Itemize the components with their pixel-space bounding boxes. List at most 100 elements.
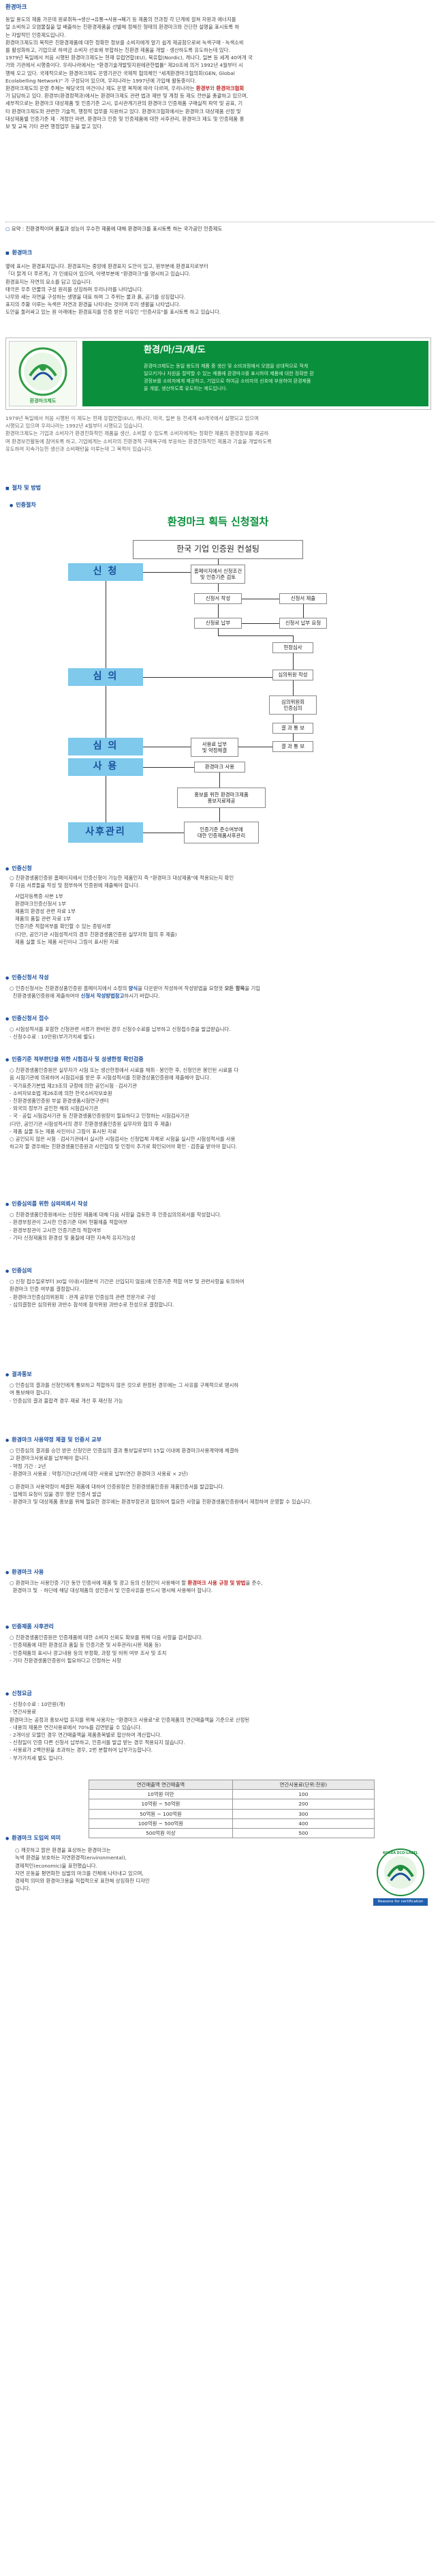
step-11-text: - 신청수수료 : 10만원(개) - 연간사용료 환경마크는 공정과 홍보사업…: [10, 1701, 435, 1762]
mark-section: 환경마크 옆에 표시는 환경표지입니다. 환경표지는 중앙에 환경표지 도안이 …: [5, 249, 435, 316]
intro-line: 대상제품별 인증기준 제ㆍ개정안 마련, 환경마크 인증 및 인증제품에 대한 …: [5, 115, 245, 122]
step-line: - 업체의 요청이 있을 경우 영문 인증서 발급: [10, 1491, 101, 1498]
step-line: - 기타 신청제품의 환경성 및 품질에 대한 지속적 유지가능성: [10, 1234, 136, 1241]
page-title: 환경마크: [5, 4, 27, 11]
step-6-text: ○ 신청 접수일로부터 30일 이내(시험분석 기간은 산입되지 않음)에 인증…: [10, 1278, 435, 1308]
fee-table-cell: 400: [232, 1818, 375, 1829]
step-10-heading: 인증제품 사후관리: [5, 1623, 435, 1631]
step-4: 인증기준 적부판단을 위한 시험검사 및 성생한정 확인검증 ○ 친환경생품인증…: [5, 1055, 435, 1150]
step-2-text-a: 인증신청서는 친환경상품인증원 홈페이지에서 소정의: [15, 985, 129, 992]
requirement-item: 환경마크인증신청서 1부: [15, 900, 67, 907]
stage-review-1: 심 의: [68, 668, 143, 686]
proc-subheading: 인증절차: [10, 501, 35, 509]
fee-table-cell: 300: [232, 1808, 375, 1819]
step-line: 경제적인(economic)을 표현했습니다.: [15, 1862, 97, 1869]
step-6: 인증심의 ○ 신청 접수일로부터 30일 이내(시험분석 기간은 산입되지 않음…: [5, 1267, 435, 1308]
fee-table-cell: 10억원 미만: [89, 1789, 233, 1800]
intro-line: 는 자발적인 인증제도입니다.: [5, 31, 66, 38]
mark-logo-box: 환경마크제도: [9, 341, 77, 406]
intro-line: 행해 오고 있다. 국제적으로는 환경마크제도 운영기관간 국제적 협의체인 "…: [5, 70, 235, 76]
requirement-item: 제품의 품질 관련 자료 1부: [15, 916, 72, 923]
step-11: 신청요금 - 신청수수료 : 10만원(개) - 연간사용료 환경마크는 공정과…: [5, 1690, 435, 1762]
summary-line: ○ 요약 : 친환경적이며 품질과 성능이 우수한 제품에 대해 환경마크를 표…: [5, 222, 435, 233]
step-1-text: ○ 친환경생품인증원 홈페이지에서 인증신청이 가능한 제품인지 즉 "환경마크…: [10, 874, 435, 889]
step-4-heading: 인증기준 적부판단을 위한 시험검사 및 성생한정 확인검증: [5, 1055, 435, 1064]
step-line: ○ 인증심의 결과를 신청인에게 통보하고 적합하지 않은 것으로 판정된 경우…: [10, 1382, 239, 1389]
mark-line-2: 시행되고 있으며 우리나라는 1992년 4월부터 시행되고 있습니다.: [5, 423, 144, 430]
step-line: ○ 환경마크 사용약정이 체결된 제품에 대하여 인증원장은 친환경생품인증원 …: [10, 1484, 225, 1491]
guide-link[interactable]: 신청서 작성방법참고: [80, 993, 125, 1000]
usage-rule-link[interactable]: 환경마크 사용 규정 및 방법: [187, 1580, 246, 1587]
mark-banner-green: 환경/마/크/제/도 환경마크제도는 동일 용도의 제품 중 생산 및 소비과정…: [82, 341, 428, 406]
step-12: 환경마크 도입의 의미 ○ 깨끗하고 맑은 환경을 표상하는 환경마크는 녹색 …: [5, 1834, 435, 1892]
stage-aftercare: 사후관리: [68, 822, 143, 843]
step-line: ○ 인증심의 결과를 승인 받은 신청인은 인증심의 결과 통보일로부터 15일…: [10, 1448, 239, 1454]
step-line: 후 다음 서류들을 작성 및 첨부하여 인증원에 제출해야 합니다.: [10, 882, 140, 889]
step-5-text: ○ 친환경생품인증원에서는 신청된 제품에 대해 다음 사항을 검토한 후 인증…: [10, 1211, 435, 1242]
step-2-text-c: 을 다운받아 작성하여 작성방법을 요령껏: [138, 985, 225, 992]
step-5: 인증심의를 위한 심의의뢰서 작성 ○ 친환경생품인증원에서는 신청된 제품에 …: [5, 1200, 435, 1242]
step-2-text-e: 을 기입: [245, 985, 261, 992]
step-line: - 약정 기간 : 2년: [10, 1463, 46, 1469]
submit-box: 신청서 제출: [279, 593, 327, 604]
step-line: - 2개이상 모델인 경우 연간매출액을 제품종목별로 합산하여 계산합니다.: [10, 1732, 162, 1739]
step-line: - 국ㆍ공립 시험검사기관 등 친환경생품인증원장이 필요하다고 인정하는 시험…: [10, 1113, 189, 1120]
step-line: 환경마크 인증 여부를 결정합니다.: [10, 1286, 81, 1293]
step-5-heading: 인증심의를 위한 심의의뢰서 작성: [5, 1200, 435, 1208]
banner-title: 환경/마/크/제/도: [144, 345, 206, 355]
step-line: (다만, 공인기관 시험성적서의 경우 친환경생품인증원 실무자와 협의 후 제…: [10, 1120, 172, 1127]
mark-use-box: 환경마크 사용: [194, 762, 245, 773]
fee-table-cell: 50억원 ~ 100억원: [89, 1808, 233, 1819]
mark-line: 도안을 둘러싸고 있는 원 아래에는 환경표지를 인증 받은 이유인 "인증사유…: [5, 309, 221, 316]
step-2-text-f: 친환경생품인증원에 제출하여야: [12, 993, 81, 1000]
step-3-heading: 인증신청서 접수: [5, 1015, 435, 1023]
step-9-text-d: 환경마크 및 ㆍ하단에 해당 대상제품의 성인증서 및 인증사유를 반드시 명시…: [12, 1587, 213, 1594]
intro-line: 보 및 교육 기타 관련 행정업무 등을 맡고 있다.: [5, 123, 104, 130]
summary-text: 요약 : 친환경적이며 품질과 성능이 우수한 제품에 대해 환경마크를 표시토…: [11, 226, 223, 232]
step-11-heading: 신청요금: [5, 1690, 435, 1698]
flowchart: 환경마크 획득 신청절차 한국 기업 인증원 컨설팅 신 청 홈페이지에서 신청…: [61, 515, 375, 903]
step-line: - 신청수수료 : 10만원(부가가치세 별도): [10, 1034, 95, 1040]
step-line: ○ 공인되지 않은 시험ㆍ검사기관에서 실시한 시험검사는 신청업체 자체로 시…: [10, 1136, 236, 1143]
step-line: ○ 깨끗하고 맑은 환경을 표상하는 환경마크는: [15, 1847, 111, 1854]
intro-line-text: 와: [210, 85, 217, 92]
banner-line: 경정보를 소비자에게 제공하고, 기업으로 하여금 소비자의 선호에 부응하여 …: [144, 378, 311, 384]
step-line: - 연간사용료: [10, 1709, 37, 1716]
step-7-text: ○ 인증심의 결과를 신청인에게 통보하고 적합하지 않은 것으로 판정된 경우…: [10, 1381, 435, 1405]
flowchart-title: 환경마크 획득 신청절차: [167, 515, 269, 528]
step-line: ○ 친환경생품인증원은 실무자가 시험 또는 생산한정에서 시료를 채취ㆍ봉인한…: [10, 1067, 239, 1074]
step-line: 하고자 할 경우에는 친환경생품인증원과 사전협의 및 인정이 추가로 확인되어…: [10, 1143, 238, 1150]
result-notice-box-2: 결 과 통 보: [272, 741, 313, 752]
step-line: - 환경마크인증심의위원회 : 관계 공무원 인증심의 관련 전문가로 구성: [10, 1293, 156, 1300]
step-2-text: ○ 인증신청서는 친환경상품인증원 홈페이지에서 소정의 양식을 다운받아 작성…: [10, 985, 261, 1000]
step-9-text-c: 을 준수,: [245, 1580, 263, 1587]
step-7-heading: 결과통보: [5, 1371, 435, 1379]
intro-line: 가와 기관에서 시행중이다. 우리나라에서는 "환경기술개발및지원에관한법률" …: [5, 62, 243, 69]
banner-text: 환경마크제도는 동일 용도의 제품 중 생산 및 소비과정에서 오염을 상대적으…: [144, 363, 423, 393]
step-line: - 환경부장관이 고시한 인증기준 대비 현황제출 적합여부: [10, 1219, 128, 1226]
intro-line: 타 환경마크제도와 관련한 기술적, 행정적 업무를 지원하고 있다. 환경마크…: [5, 108, 241, 115]
step-line: 고 환경마크사용료를 납부해야 합니다.: [10, 1455, 91, 1462]
step-line: 지면 운동을 평면화한 심벌의 마크를 전체에 나타내고 있으며,: [15, 1870, 144, 1876]
mark-paragraph-2: 1979년 독일에서 처음 시행된 이 제도는 현재 유럽연합(EU), 캐나다…: [5, 415, 435, 453]
eco-label-top: KOREA ECO-LABEL: [383, 1851, 418, 1855]
form-link[interactable]: 양식: [128, 985, 138, 992]
banner-line: 을 개발, 생산하도록 유도하는 제도입니다.: [144, 386, 227, 391]
intro-line: Ecolabelling Network)" 가 구성되어 있으며, 우리나라는…: [5, 77, 197, 84]
intro-line: 1979년 독일에서 처음 시행된 환경마크제도는 현재 유럽연합(EU), 북…: [5, 55, 253, 61]
fee-table-header-cell: 연간사용료(단위:천원): [232, 1779, 375, 1791]
highlight-ministry: 환경부: [195, 85, 210, 92]
fee-table-cell: 100억원 ~ 500억원: [89, 1818, 233, 1829]
intro-line: 를 활성화하고, 기업으로 하여금 소비자 선호에 부합하는 친환경 제품을 개…: [5, 47, 230, 54]
requirement-item: 제품 실물 또는 제품 사진이나 그림이 표시된 자료: [15, 938, 119, 945]
step-10-text: ○ 친환경생품인증원은 인증제품에 대한 소비자 신뢰도 확보를 위해 다음 사…: [10, 1634, 435, 1664]
fee-table-cell: 200: [232, 1799, 375, 1810]
eco-label-bottom: Reasons for certification: [373, 1898, 428, 1906]
